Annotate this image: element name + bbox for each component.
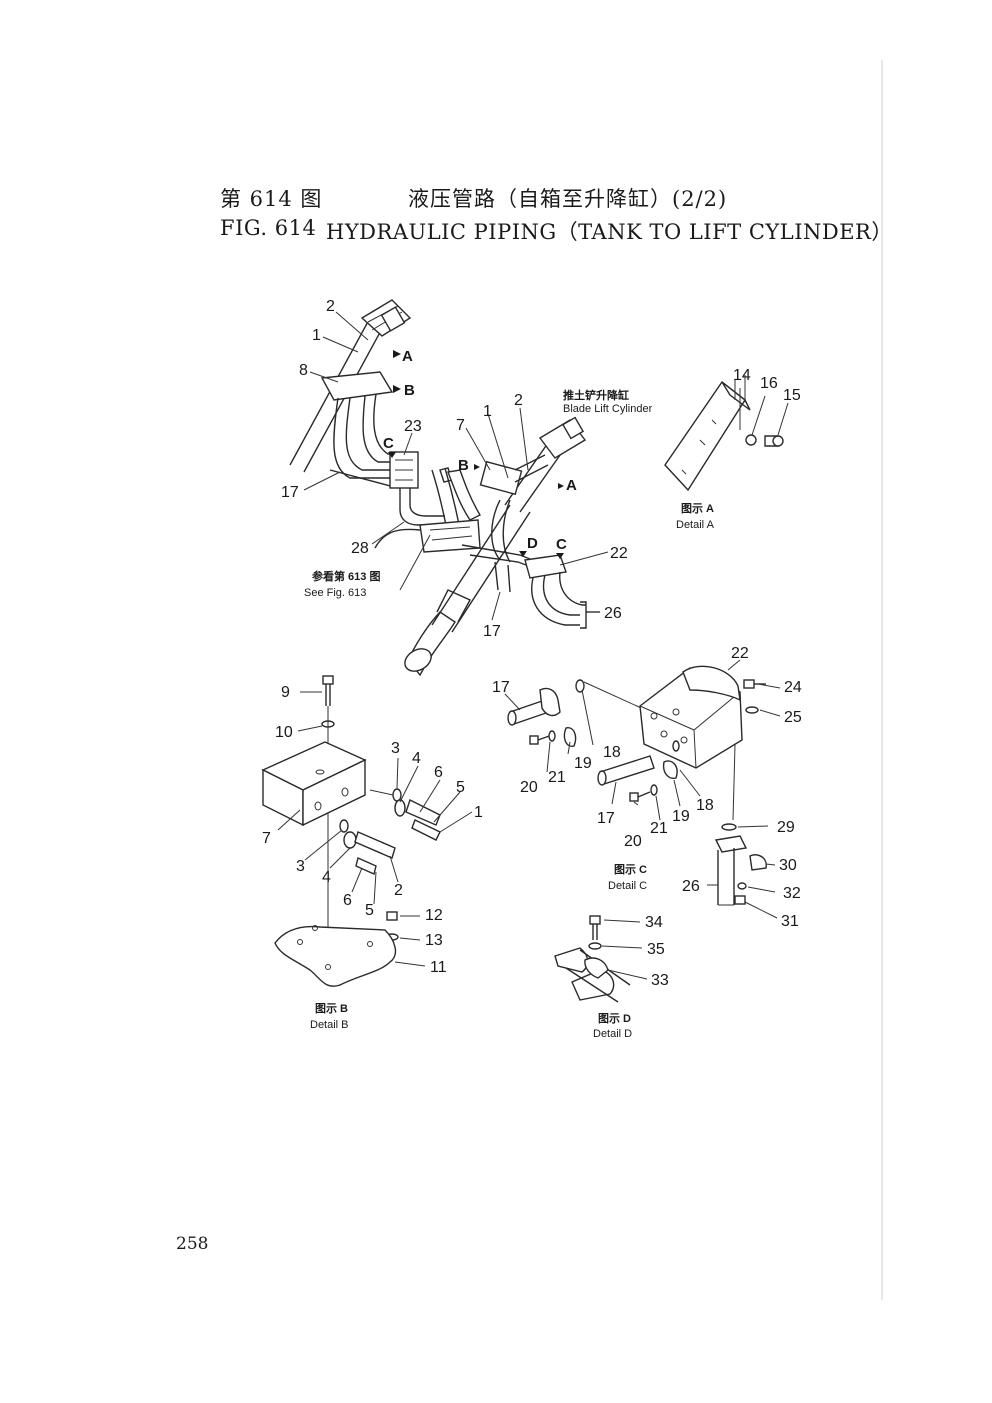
callout-7-top: 7 [456,417,465,434]
detail-d-cn: 图示 D [598,1012,631,1025]
callout-2-top: 2 [326,298,335,315]
detail-d-callouts: 34 35 33 [645,914,669,989]
callout-11: 11 [430,959,447,976]
see-fig-cn: 参看第 613 图 [312,569,380,583]
leader-lines-main [303,311,609,621]
callout-29: 29 [777,819,795,836]
callout-24: 24 [784,679,802,696]
view-letter-c-left: C [383,435,394,452]
detail-c-callouts: 17 22 24 25 18 19 21 20 18 19 21 17 20 2… [492,645,802,930]
detail-b-drawing [261,675,441,987]
callout-1-top: 1 [312,327,321,344]
callout-25: 25 [784,709,802,726]
callout-17-c-upper: 17 [492,679,510,696]
callout-22-detail: 22 [731,645,749,662]
callout-6-lower: 6 [343,892,352,909]
callout-1-mid: 1 [483,403,492,420]
callout-18-upper: 18 [603,744,621,761]
callout-31: 31 [781,913,799,930]
see-fig-en: See Fig. 613 [304,587,366,599]
view-letter-a-left: A [402,348,413,365]
detail-b-cn: 图示 B [315,1002,348,1015]
callout-2-detail: 2 [394,882,403,899]
callout-22-top: 22 [610,545,628,562]
callout-19-lower: 19 [672,808,690,825]
view-letter-b-right: B [458,457,469,474]
callout-7-detail: 7 [262,830,271,847]
callout-1-detail: 1 [474,804,483,821]
callout-15: 15 [783,387,801,404]
callout-4-lower: 4 [322,869,331,886]
detail-a-en: Detail A [676,519,715,531]
detail-a-cn: 图示 A [681,502,714,515]
callout-35: 35 [647,941,665,958]
callout-21-upper: 21 [548,769,566,786]
detail-b-en: Detail B [310,1019,349,1031]
detail-a-drawing [664,375,789,492]
callout-34: 34 [645,914,663,931]
view-letter-a-right: A [566,477,577,494]
callout-3-lower: 3 [296,858,305,875]
callout-2-mid: 2 [514,392,523,409]
callout-26-top: 26 [604,605,622,622]
callout-23: 23 [404,418,422,435]
blade-lift-cylinder-cn: 推土铲升降缸 [563,388,629,402]
callout-3-right: 3 [391,740,400,757]
callout-32: 32 [783,885,801,902]
callout-19-upper: 19 [574,755,592,772]
figure-title-en: HYDRAULIC PIPING（TANK TO LIFT CYLINDER） [326,220,893,244]
detail-c-drawing [507,665,767,906]
callout-26-detail: 26 [682,878,700,895]
callout-21-lower: 21 [650,820,668,837]
callout-17-mid: 17 [483,623,501,640]
callout-12: 12 [425,907,443,924]
detail-d-drawing [554,915,631,1003]
detail-b-leaders [277,691,473,967]
callout-8: 8 [299,362,308,379]
callout-14: 14 [733,367,751,384]
callout-16: 16 [760,375,778,392]
callout-18-lower: 18 [696,797,714,814]
view-letter-b-left: B [404,382,415,399]
page-number: 258 [176,1234,209,1254]
detail-c-en: Detail C [608,880,647,892]
blade-lift-cylinder-en: Blade Lift Cylinder [563,403,653,415]
callout-17-c-lower: 17 [597,810,615,827]
callout-5-right: 5 [456,779,465,796]
callout-10: 10 [275,724,293,741]
figure-number-cn: 第 614 图 [220,187,323,211]
view-letter-c-right: C [556,536,567,553]
main-assembly [289,299,600,677]
detail-d-leaders [601,919,648,980]
detail-c-leaders [504,659,781,919]
callout-13: 13 [425,932,443,949]
callout-4-right: 4 [412,750,421,767]
detail-d-en: Detail D [593,1028,632,1040]
callout-6-right: 6 [434,764,443,781]
callout-5-lower: 5 [365,902,374,919]
callout-28: 28 [351,540,369,557]
figure-title-cn: 液压管路（自箱至升降缸）(2/2) [408,187,728,211]
view-letter-d: D [527,535,538,552]
callout-9: 9 [281,684,290,701]
callout-17-left: 17 [281,484,299,501]
callout-33: 33 [651,972,669,989]
view-markers: A B C B A D C [383,348,577,559]
detail-b-callouts: 9 10 3 4 6 5 1 7 3 4 6 5 2 12 13 11 [262,684,483,976]
callouts-main: 2 1 8 23 17 28 7 1 2 17 22 26 [281,298,628,640]
callout-30: 30 [779,857,797,874]
detail-c-cn: 图示 C [614,863,647,876]
callout-20-lower: 20 [624,833,642,850]
figure-number-en: FIG. 614 [220,216,317,240]
callout-20-upper: 20 [520,779,538,796]
